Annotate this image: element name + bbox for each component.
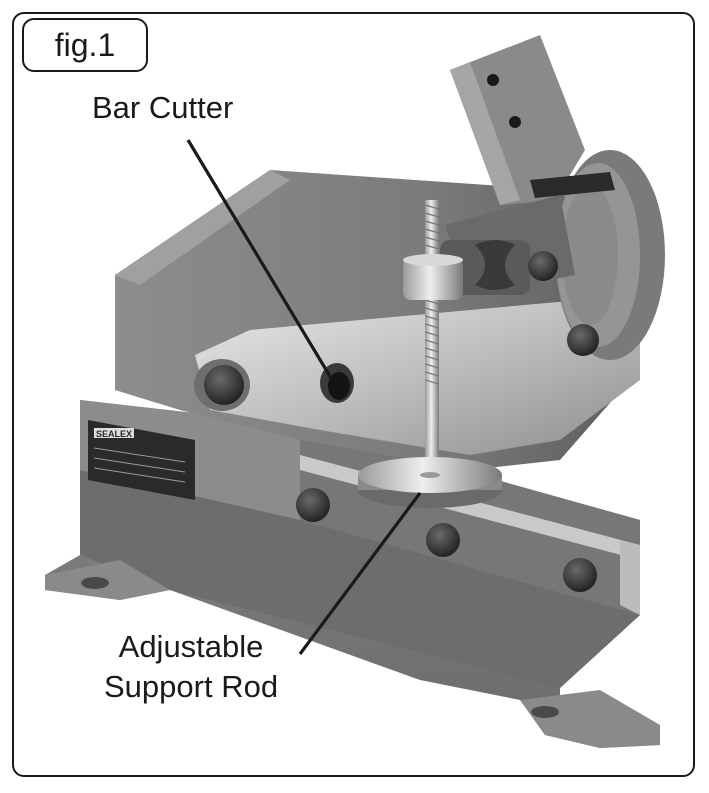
leader-line-bar-cutter	[186, 139, 333, 379]
bolt-bed-middle	[426, 523, 460, 557]
nameplate: SEALEX	[88, 420, 195, 500]
leader-line-support-rod	[298, 492, 422, 655]
bolt-bed-right	[563, 558, 597, 592]
bolts	[204, 251, 599, 592]
figure-label: fig.1	[22, 18, 148, 72]
bolt-pivot	[204, 365, 244, 405]
bolt-cam-lower	[567, 324, 599, 356]
nameplate-brand: SEALEX	[96, 429, 132, 439]
callout-bar-cutter: Bar Cutter	[92, 90, 234, 125]
callout-support-rod-line2: Support Rod	[104, 669, 279, 704]
support-rod	[358, 200, 502, 508]
callout-support-rod: Adjustable Support Rod	[104, 627, 278, 707]
bolt-cam-upper	[528, 251, 558, 281]
lever-mount	[440, 35, 665, 360]
callout-support-rod-line1: Adjustable	[118, 629, 264, 664]
bolt-bed-left	[296, 488, 330, 522]
